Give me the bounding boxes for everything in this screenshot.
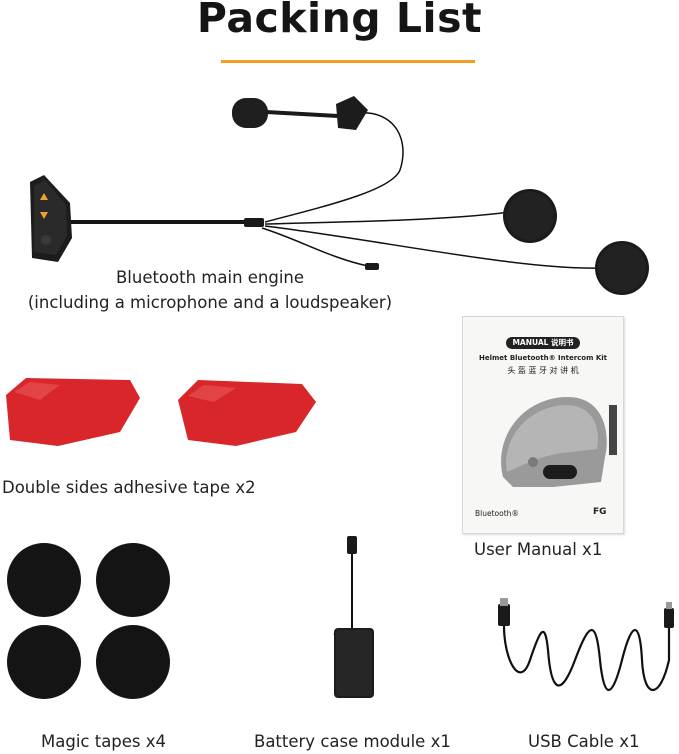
- user-manual-caption: User Manual x1: [474, 540, 603, 559]
- manual-badge: MANUAL 说明书: [506, 337, 580, 349]
- manual-brand: Bluetooth®: [475, 509, 519, 518]
- usb-cable-caption: USB Cable x1: [528, 732, 640, 751]
- manual-side-tabs: [609, 405, 617, 455]
- main-engine-caption-line1: Bluetooth main engine: [115, 268, 305, 287]
- helmet-icon: [501, 397, 607, 487]
- manual-chinese-title: 头 盔 蓝 牙 对 讲 机: [507, 366, 579, 375]
- page-title: Packing List: [196, 0, 483, 42]
- battery-case-caption: Battery case module x1: [254, 732, 451, 751]
- title-underline: [221, 60, 475, 63]
- main-engine-caption-line2: (including a microphone and a loudspeake…: [27, 293, 393, 312]
- adhesive-tape-caption: Double sides adhesive tape x2: [2, 478, 256, 497]
- manual-model: FG: [593, 507, 607, 517]
- magic-tapes-caption: Magic tapes x4: [41, 732, 167, 751]
- user-manual-image: MANUAL 说明书 Helmet Bluetooth® Intercom Ki…: [462, 316, 624, 534]
- manual-subtitle: Helmet Bluetooth® Intercom Kit: [478, 354, 608, 362]
